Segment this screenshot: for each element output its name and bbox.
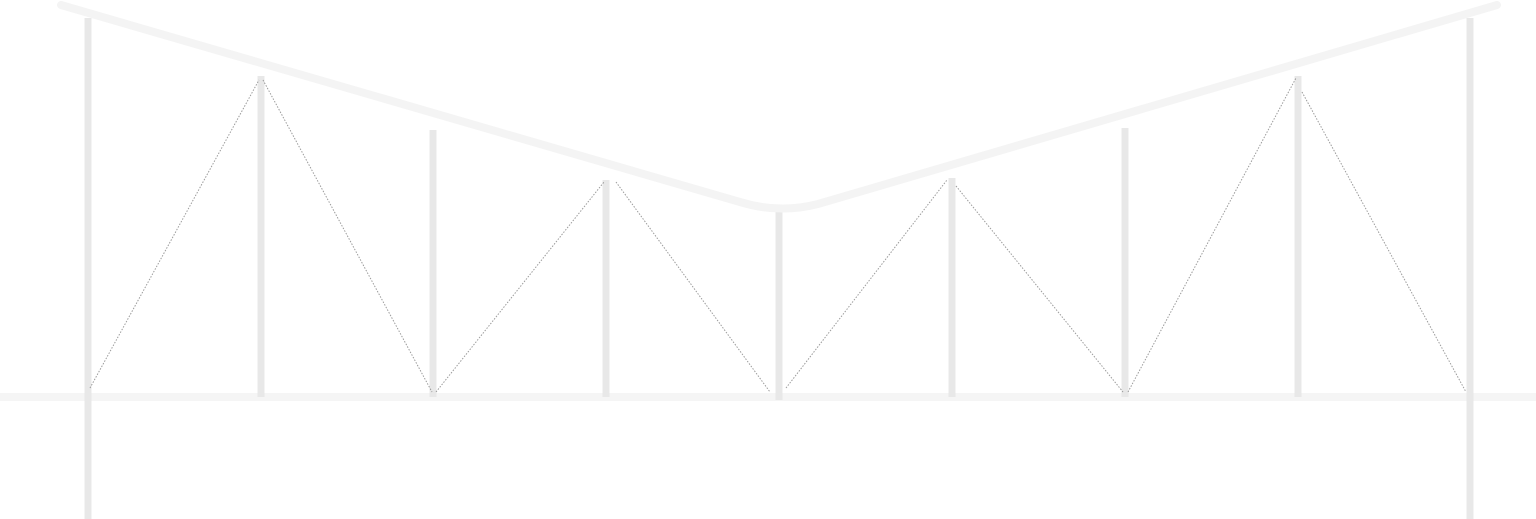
diagonal-brace: [955, 185, 1124, 393]
top-chord-cable: [57, 1, 1501, 213]
diagonal-brace: [1127, 77, 1297, 393]
diagonal-brace: [435, 181, 605, 393]
diagonal-brace: [262, 79, 433, 393]
diagonal-brace: [785, 179, 948, 389]
diagonal-brace: [1301, 91, 1467, 393]
diagonal-brace: [615, 181, 771, 393]
diagonal-brace: [89, 79, 260, 389]
